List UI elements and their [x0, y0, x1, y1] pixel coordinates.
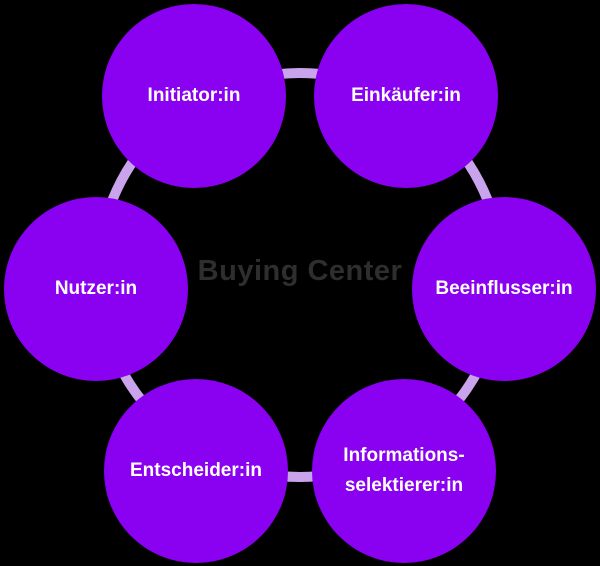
- node-informationsselektierer-label: Informations- selektierer:in: [343, 444, 465, 496]
- node-initiator-label: Initiator:in: [147, 84, 241, 106]
- diagram-title: Buying Center: [197, 255, 403, 287]
- node-informationsselektierer: Informations- selektierer:in: [312, 379, 496, 563]
- node-entscheider: Entscheider:in: [104, 379, 288, 563]
- node-einkaeufer: Einkäufer:in: [314, 4, 498, 188]
- node-einkaeufer-label: Einkäufer:in: [351, 84, 461, 106]
- node-beeinflusser-label: Beeinflusser:in: [435, 277, 573, 299]
- node-nutzer: Nutzer:in: [4, 197, 188, 381]
- node-beeinflusser: Beeinflusser:in: [412, 197, 596, 381]
- node-nutzer-label: Nutzer:in: [54, 277, 138, 299]
- node-initiator: Initiator:in: [102, 4, 286, 188]
- node-entscheider-label: Entscheider:in: [130, 459, 262, 481]
